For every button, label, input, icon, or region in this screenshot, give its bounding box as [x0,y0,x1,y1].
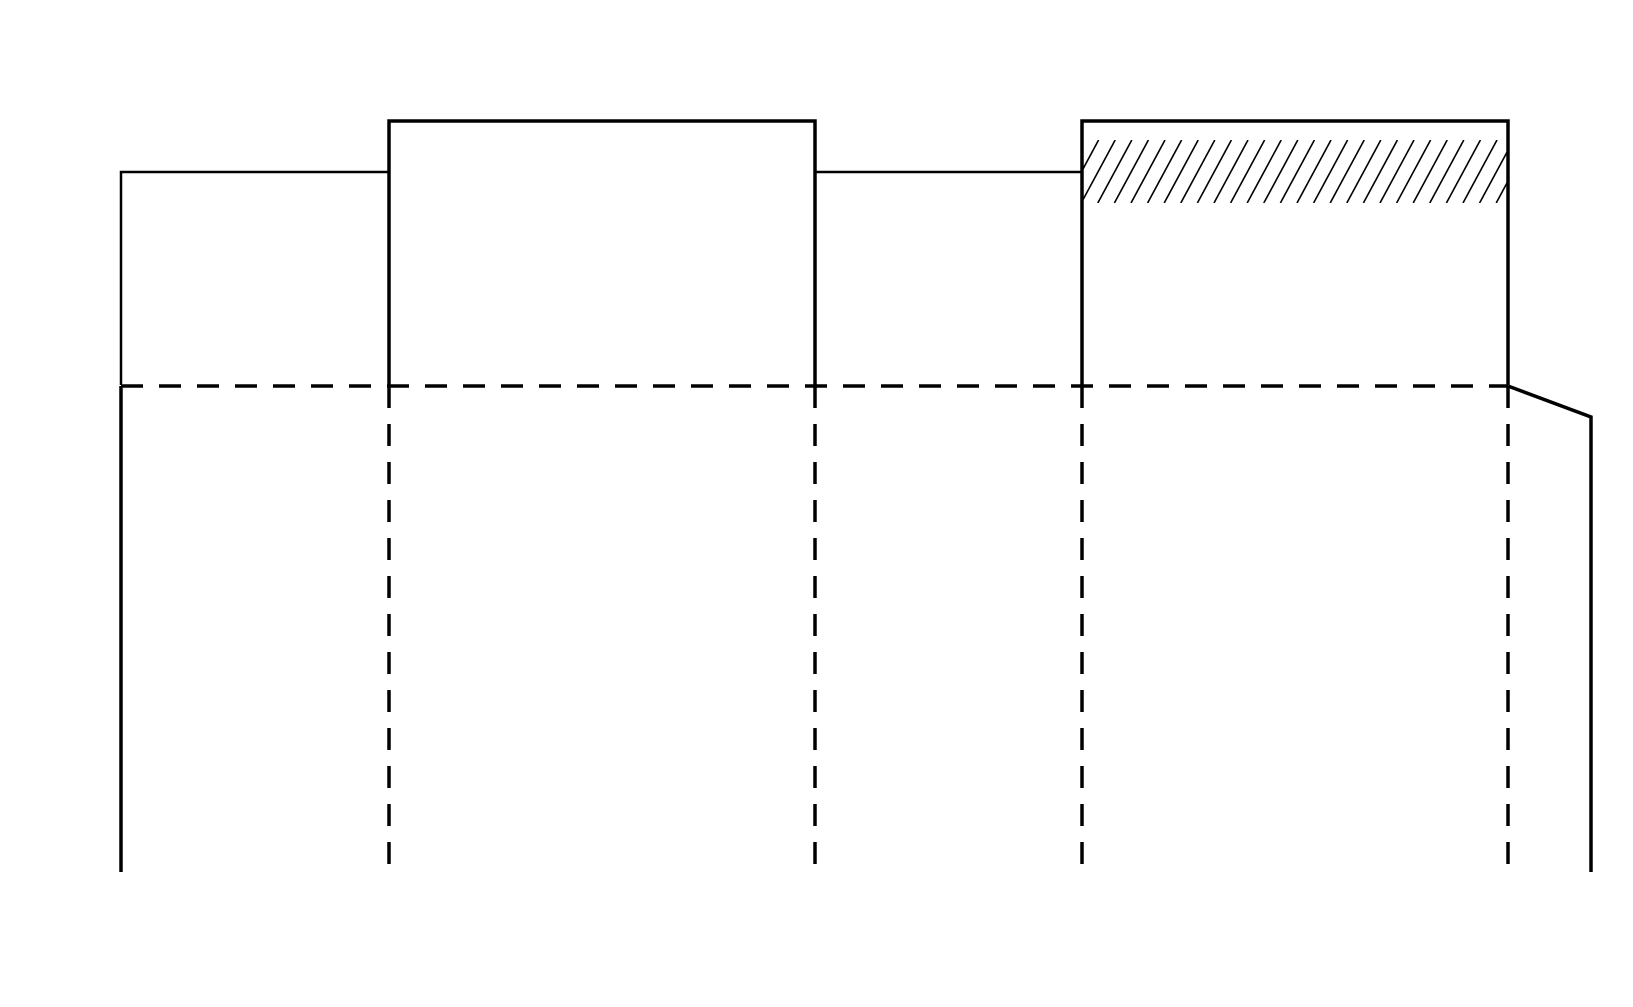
top-flap-left [119,170,389,385]
hatch-line [1412,140,1448,203]
hatch-line [1379,140,1415,203]
hatched-glue-area [1082,140,1563,203]
hatch-line [1395,140,1432,203]
hatch-line [1213,140,1249,203]
hatch-line [1279,140,1316,203]
hatch-line [1082,140,1100,173]
hatch-line [1180,140,1216,203]
hatch-line [1495,181,1507,203]
hatch-line [1229,140,1266,203]
top-flap-back [1080,119,1510,385]
hatch-line [1296,140,1332,203]
hatch-line [1429,140,1465,203]
top-flap-front [387,119,817,385]
hatch-line [1246,140,1282,203]
hatch-line [1362,140,1399,203]
hatch-line [1529,140,1563,203]
hatch-line [1163,140,1199,203]
hatch-line [1462,140,1498,203]
hatch-line [1097,140,1133,203]
hatch-line [1513,140,1547,203]
hatch-line [1263,140,1299,203]
glue-tab [1507,384,1593,872]
hatch-line [1346,140,1382,203]
hatch-line [1113,140,1150,203]
hatch-line [1445,140,1482,203]
hatch-line [1130,140,1166,203]
hatch-line [1082,140,1116,203]
hatch-line [1146,140,1183,203]
hatch-line [1312,140,1349,203]
hatch-line [1196,140,1233,203]
hatch-line [1329,140,1365,203]
hatch-line [1478,150,1507,203]
